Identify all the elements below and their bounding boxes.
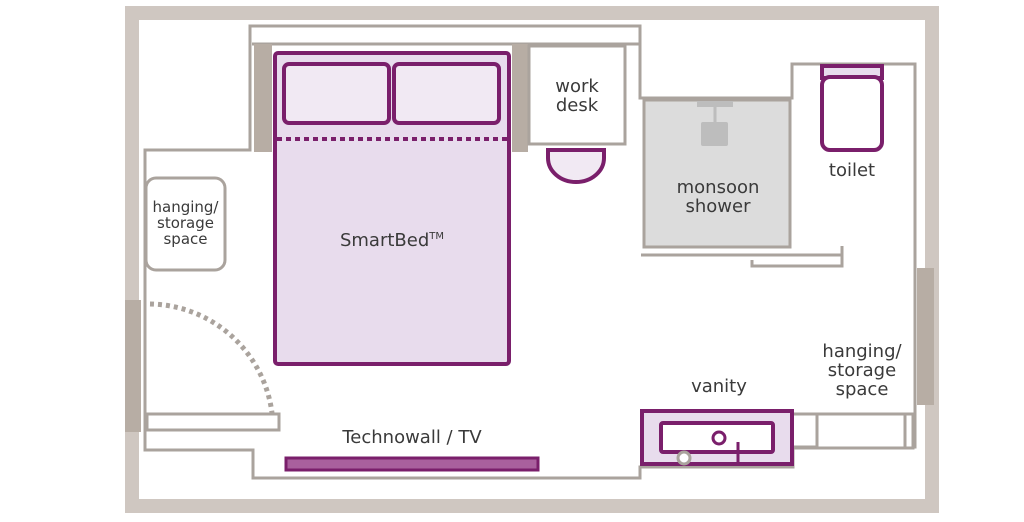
headboard-right [512, 44, 528, 152]
work-desk [527, 44, 627, 146]
shower-door-rail [750, 246, 844, 268]
toilet-label: toilet [828, 160, 876, 181]
vanity-tap [711, 430, 727, 446]
hanging-storage-right-base [815, 412, 915, 450]
pillow-right [392, 62, 501, 125]
technowall-label: Technowall / TV [342, 427, 482, 448]
door-panel [145, 412, 281, 432]
smartbed [273, 51, 511, 366]
hanging-storage-left-label: hanging/ storage space [152, 198, 219, 248]
vanity-label: vanity [691, 376, 747, 397]
smartbed-label-tm: TM [429, 231, 445, 242]
right-window [917, 268, 934, 405]
hanging-storage-left [144, 176, 227, 272]
shower-head [701, 122, 728, 146]
work-desk-label: work desk [555, 76, 599, 116]
desk-chair [546, 148, 606, 184]
technowall-tv [284, 456, 540, 472]
inner-wall-outline [143, 24, 917, 480]
door-swing-arc [149, 301, 275, 414]
hanging-storage-right-label: hanging/ storage space [822, 341, 902, 400]
headboard-left [254, 44, 272, 152]
monsoon-shower-label: monsoon shower [676, 177, 760, 217]
vanity-side [794, 412, 818, 450]
smartbed-label: SmartBedTM [300, 230, 484, 251]
vanity-drain [676, 450, 692, 466]
outer-wall [125, 6, 939, 513]
shower-head-mount [697, 101, 733, 107]
smartbed-label-text: SmartBed [339, 230, 430, 251]
toilet-bowl [820, 75, 884, 152]
pillow-left [282, 62, 391, 125]
left-window [125, 300, 141, 432]
